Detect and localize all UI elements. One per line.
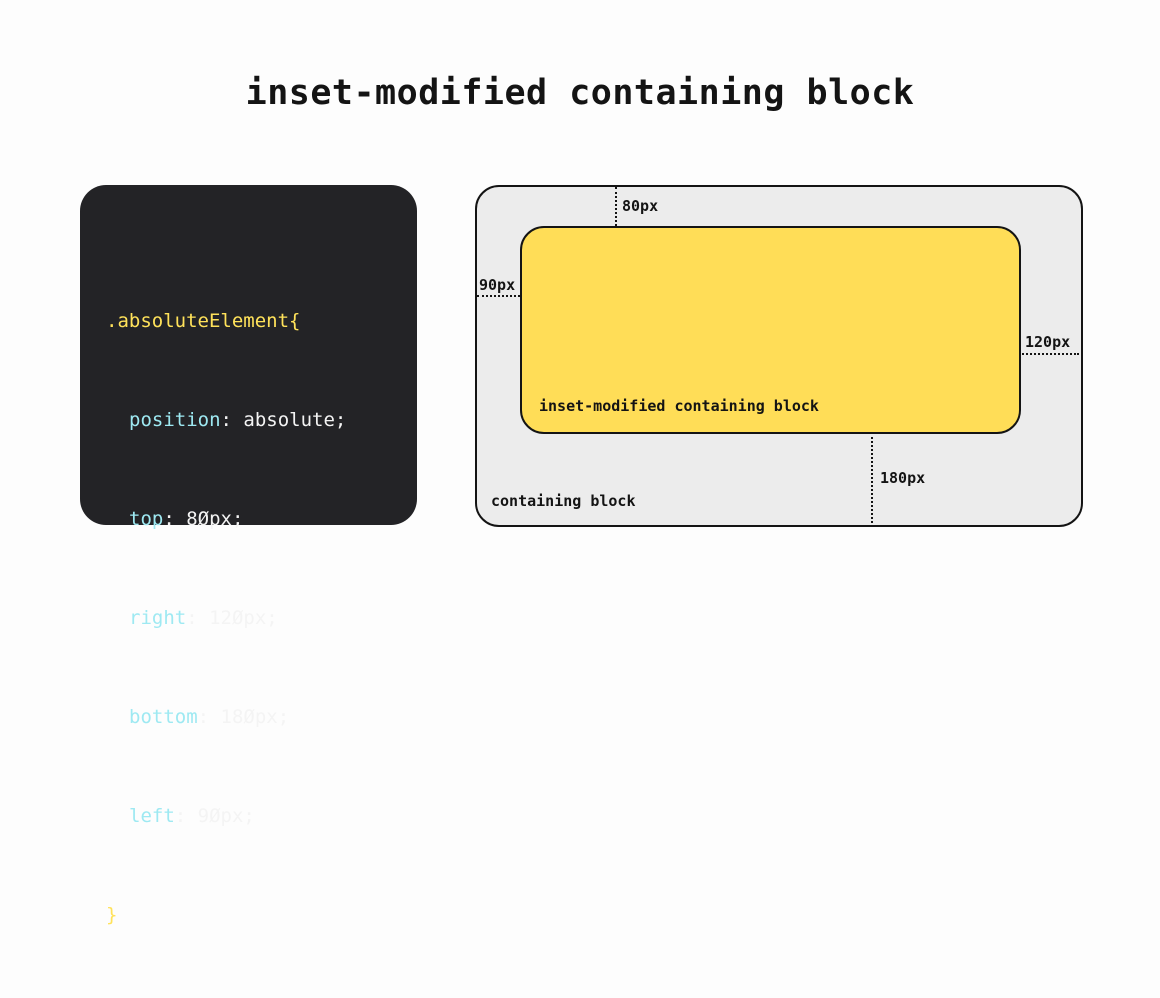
css-value: 12Øpx; xyxy=(209,607,278,629)
right-offset-line xyxy=(1019,353,1079,355)
code-line-right: right: 12Øpx; xyxy=(129,607,278,629)
css-value: 18Øpx; xyxy=(220,706,290,728)
close-brace: } xyxy=(106,904,118,926)
top-offset-line xyxy=(615,187,617,226)
code-line-bottom: bottom: 18Øpx; xyxy=(129,706,290,728)
css-value: absolute; xyxy=(243,409,347,431)
code-line-position: position: absolute; xyxy=(129,409,347,431)
code-line-close: } xyxy=(106,899,346,932)
top-offset-label: 80px xyxy=(622,197,659,215)
css-selector: .absoluteElement xyxy=(106,310,290,332)
inset-modified-containing-block xyxy=(520,226,1021,434)
code-line-top: top: 8Øpx; xyxy=(129,508,244,530)
open-brace: { xyxy=(289,310,301,332)
code-panel: .absoluteElement{ position: absolute; to… xyxy=(80,185,417,926)
left-offset-label: 90px xyxy=(479,276,516,294)
css-property: position xyxy=(129,409,221,431)
code-line-left: left: 9Øpx; xyxy=(129,805,255,827)
page-title: inset-modified containing block xyxy=(245,73,915,113)
bottom-offset-label: 180px xyxy=(880,469,926,487)
css-property: bottom xyxy=(129,706,198,728)
css-property: top xyxy=(129,508,164,530)
bottom-offset-line xyxy=(871,432,873,523)
inset-block-label: inset-modified containing block xyxy=(539,397,819,415)
css-property: left xyxy=(129,805,175,827)
code-line-selector: .absoluteElement{ xyxy=(106,305,346,338)
css-value: 9Øpx; xyxy=(197,805,255,827)
containing-block-label: containing block xyxy=(491,492,636,510)
right-offset-label: 120px xyxy=(1025,333,1071,351)
css-property: right xyxy=(129,607,187,629)
css-value: 8Øpx; xyxy=(186,508,244,530)
css-code-block: .absoluteElement{ position: absolute; to… xyxy=(106,239,346,998)
left-offset-line xyxy=(477,295,520,297)
